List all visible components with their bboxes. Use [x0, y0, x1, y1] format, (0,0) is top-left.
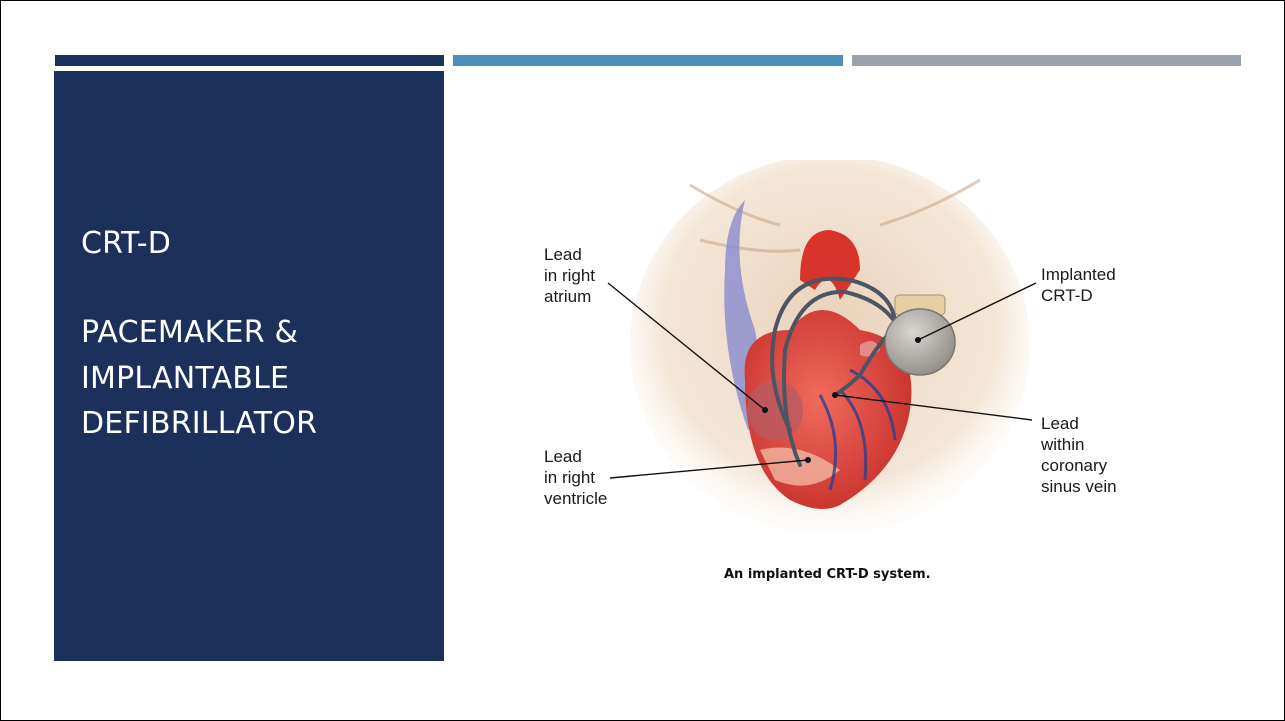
label-lead-right-ventricle: Lead in right ventricle — [544, 446, 607, 509]
label-lead-coronary-sinus: Lead within coronary sinus vein — [1041, 413, 1117, 497]
title-panel: CRT-D PACEMAKER & IMPLANTABLE DEFIBRILLA… — [54, 71, 444, 661]
title-line-implantable: IMPLANTABLE — [81, 361, 289, 396]
title-line-pacemaker: PACEMAKER & — [81, 315, 298, 350]
accent-bar-gray — [852, 55, 1241, 66]
accent-bar-dark — [55, 55, 444, 66]
title-line-crt-d: CRT-D — [81, 226, 171, 261]
title-line-defibrillator: DEFIBRILLATOR — [81, 406, 317, 441]
label-implanted-crtd: Implanted CRT-D — [1041, 264, 1116, 306]
label-lead-right-atrium: Lead in right atrium — [544, 244, 595, 307]
accent-bar-blue — [453, 55, 843, 66]
diagram-caption: An implanted CRT-D system. — [724, 567, 931, 582]
